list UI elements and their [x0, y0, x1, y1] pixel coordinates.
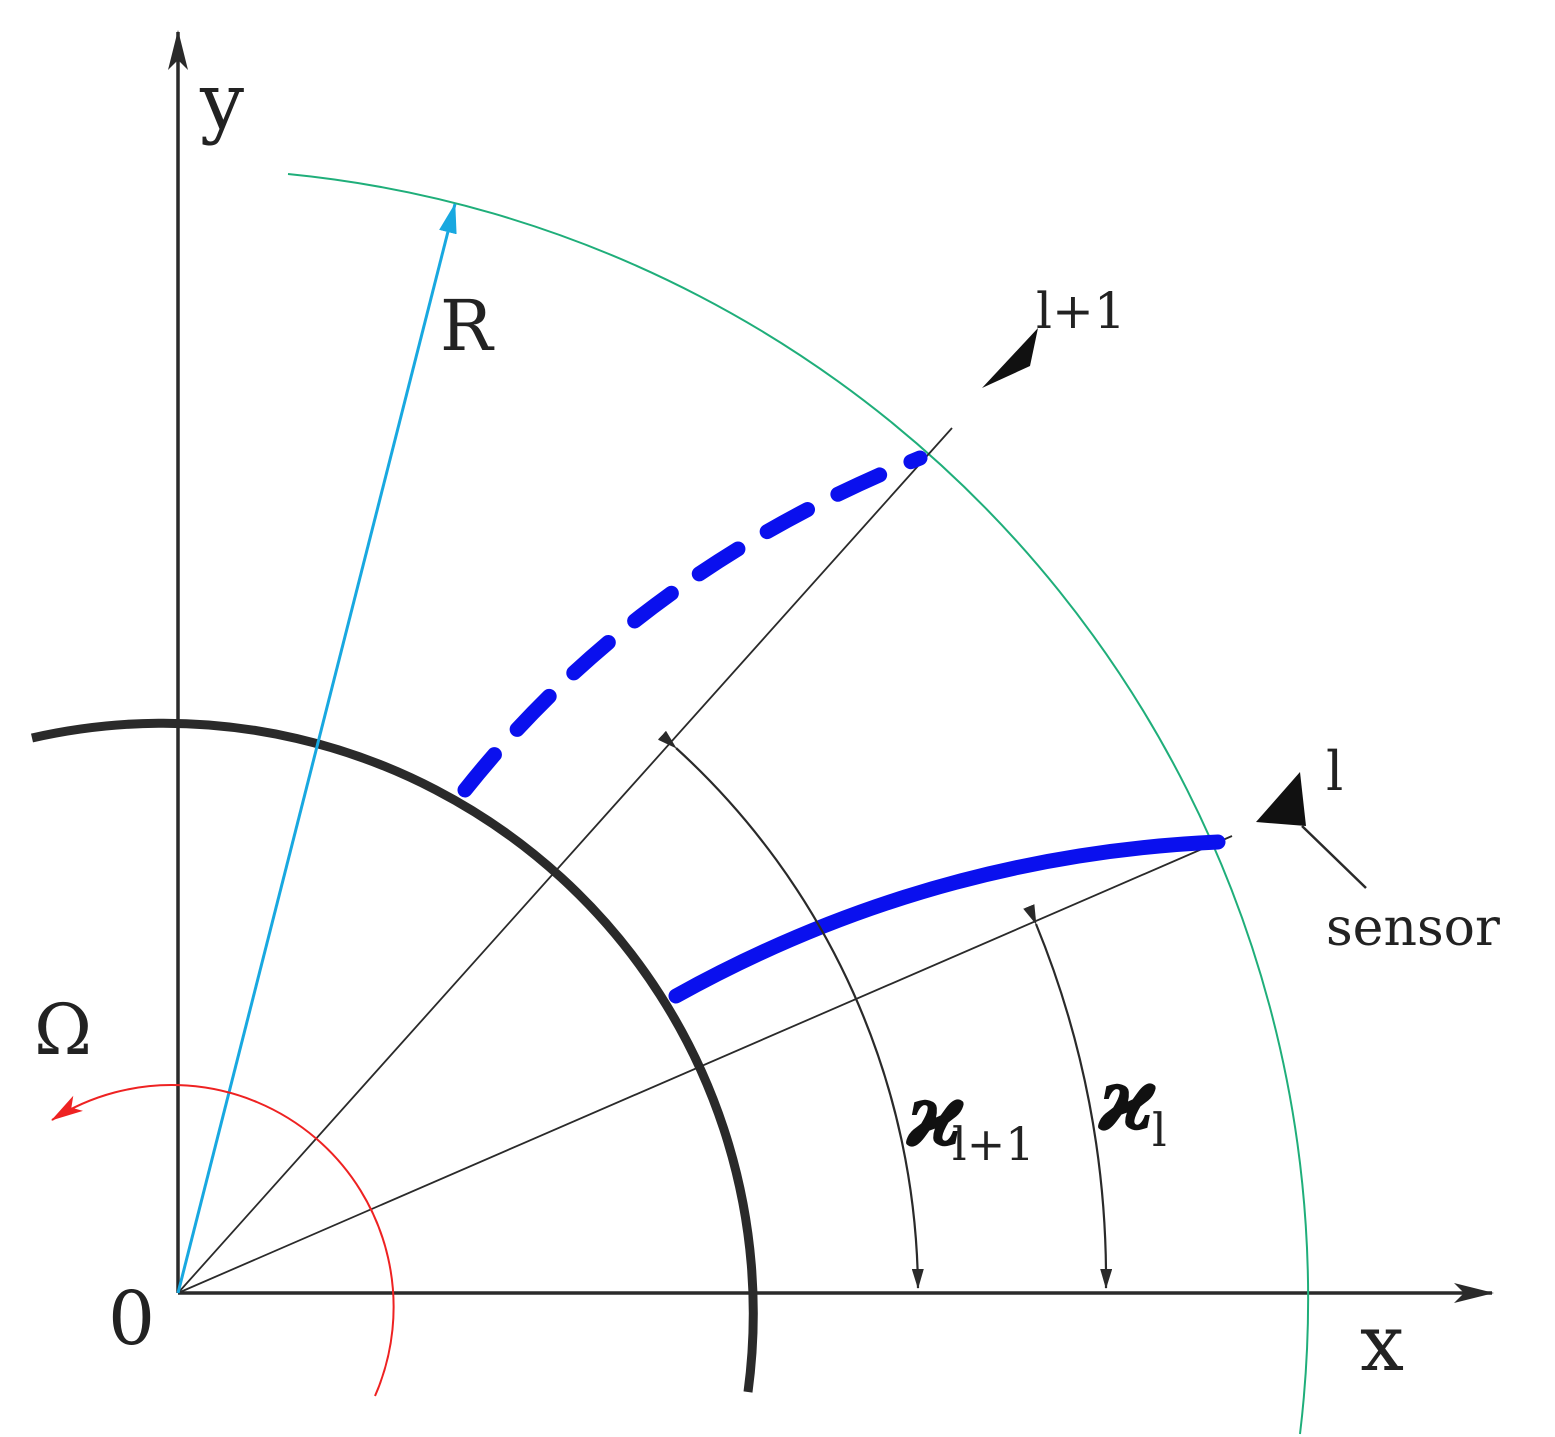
blade-next-dashed: [457, 450, 928, 798]
radius-arrow: [176, 203, 457, 1294]
angle-symbol: ϰ: [1096, 1047, 1157, 1151]
angle-arc-current: [1023, 904, 1113, 1289]
blade-current: [668, 834, 1226, 1004]
sensor-next-index-label: l+1: [1036, 282, 1126, 340]
rotation-arrow: [51, 1084, 395, 1397]
y-axis-label: y: [199, 57, 244, 147]
angle-subscript: l: [1152, 1103, 1167, 1157]
angle-next-symbol: ϰ: [904, 1063, 965, 1167]
angle-arc-next: [657, 730, 924, 1289]
omega-label: Ω: [34, 989, 92, 1071]
outer-circle: [287, 173, 1310, 1435]
x-axis-label: x: [1360, 1299, 1404, 1389]
radial-line-sensor: [177, 835, 1233, 1294]
sensor-label: sensor: [1326, 898, 1500, 958]
origin-label: 0: [108, 1276, 155, 1362]
sensor-index-label: l: [1326, 740, 1343, 803]
sensor-marker: [1256, 772, 1306, 826]
angle-next-subscript: l+1: [952, 1117, 1035, 1171]
sensor-leader-line: [1301, 825, 1367, 889]
radial-line-sensor-next: [177, 427, 953, 1294]
sensor-next-marker: [982, 328, 1038, 388]
radius-label: R: [440, 285, 495, 367]
